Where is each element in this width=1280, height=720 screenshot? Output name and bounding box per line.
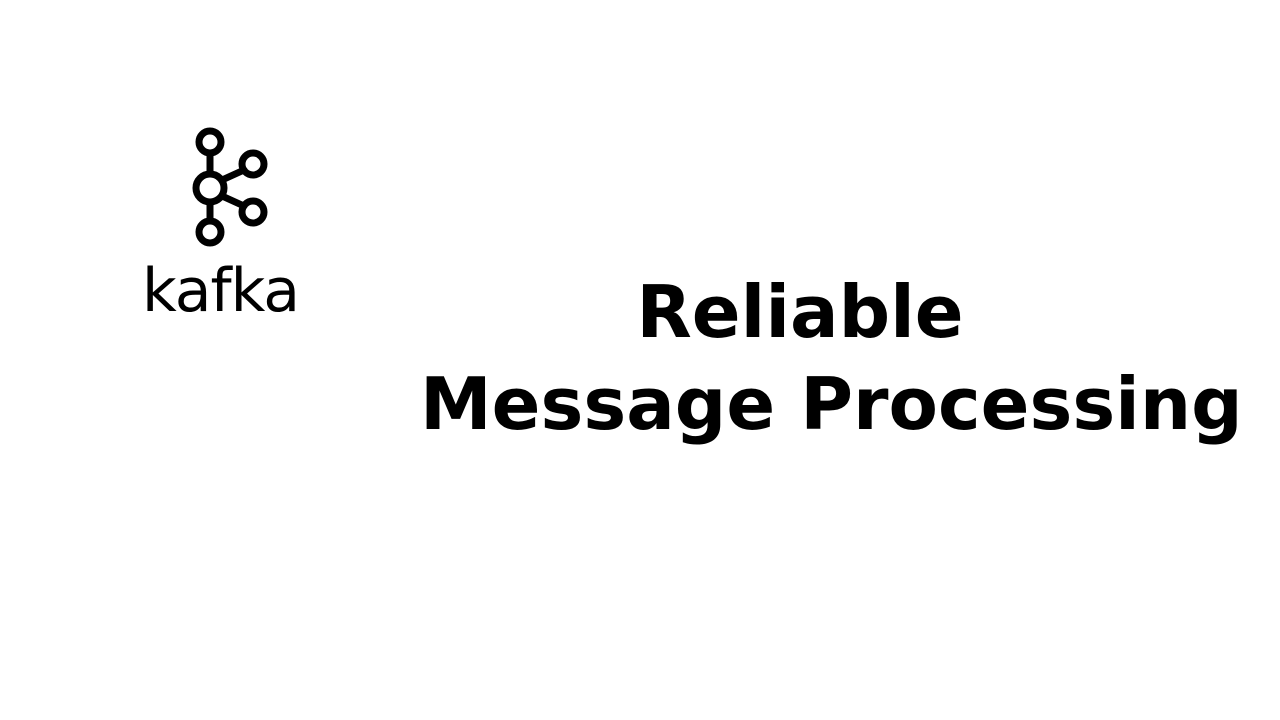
slide-title: Reliable Message Processing xyxy=(420,266,1243,450)
title-line-1: Reliable xyxy=(636,270,964,354)
kafka-wordmark: kafka xyxy=(142,256,300,326)
kafka-logo-icon xyxy=(192,127,268,247)
title-line-2: Message Processing xyxy=(420,362,1243,446)
kafka-logo: kafka xyxy=(140,124,320,326)
